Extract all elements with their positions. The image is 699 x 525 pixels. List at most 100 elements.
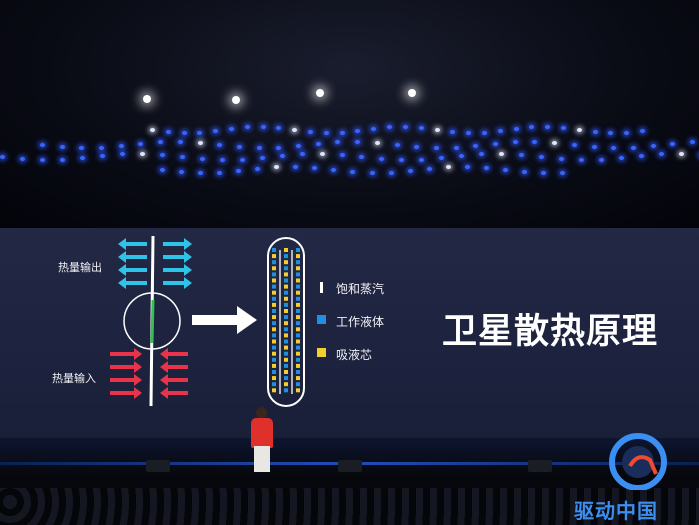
heat-output-arrows	[118, 238, 192, 289]
stage-led	[213, 129, 219, 133]
stage-led	[497, 128, 503, 133]
stage-led	[502, 168, 508, 173]
stage-led	[466, 130, 472, 135]
wick-dot	[284, 370, 288, 374]
wick-dot	[284, 272, 288, 277]
stage-led	[244, 125, 250, 130]
stage-led	[402, 125, 408, 130]
stage-led	[339, 153, 345, 158]
wick-dot	[296, 278, 300, 283]
stage-led	[276, 145, 282, 150]
stage-led	[529, 125, 535, 130]
stage-led	[521, 170, 527, 174]
stage-led	[256, 145, 262, 150]
stage-led	[592, 130, 598, 135]
stage-led	[591, 145, 597, 150]
wick-dot	[284, 357, 288, 362]
wick-dot	[284, 333, 288, 338]
liquid-dot	[296, 345, 300, 350]
wick-dot	[272, 278, 276, 283]
stage-led	[464, 165, 470, 170]
stage-led	[139, 152, 145, 157]
stage-led	[59, 144, 65, 149]
speaker-head	[256, 407, 267, 419]
stage-led	[260, 125, 266, 130]
stage-led	[630, 145, 636, 150]
watermark-logo-icon	[609, 433, 667, 490]
stage-led	[229, 126, 235, 131]
stage-led	[552, 141, 558, 146]
liquid-dot	[272, 333, 276, 338]
wick-dot	[272, 290, 276, 295]
stage-led	[355, 140, 361, 145]
stage-led	[445, 165, 451, 170]
heat-pipe-capsule	[267, 237, 305, 407]
wick-pattern	[272, 248, 300, 393]
stage-led	[379, 157, 385, 161]
stage-led	[293, 165, 299, 170]
stage-led	[198, 170, 204, 175]
stage-led	[219, 157, 225, 162]
wick-dot	[272, 266, 276, 271]
legend-liquid-swatch	[317, 315, 326, 324]
stage-led	[371, 126, 377, 131]
stage-monitor	[146, 460, 170, 472]
stage-led	[599, 157, 605, 162]
stage-led	[545, 125, 551, 130]
stage-led	[118, 144, 124, 148]
stage-led	[40, 143, 45, 147]
liquid-dot	[296, 248, 300, 252]
stage-led	[624, 130, 630, 135]
input-arrows-right	[160, 348, 188, 399]
wick-dot	[296, 266, 300, 271]
liquid-dot	[284, 302, 288, 307]
stage-led	[481, 130, 487, 135]
stage-monitor	[528, 460, 552, 472]
liquid-dot	[296, 370, 300, 374]
stage-led	[0, 155, 5, 159]
stage-led	[479, 152, 485, 157]
liquid-dot	[272, 260, 276, 265]
stage-led	[274, 165, 280, 170]
stage-led	[433, 145, 439, 150]
legend-wick-swatch	[317, 348, 326, 357]
liquid-dot	[272, 357, 276, 362]
transition-arrow	[192, 306, 257, 334]
liquid-dot	[284, 363, 288, 368]
stage-led	[181, 130, 187, 135]
liquid-dot	[284, 266, 288, 271]
liquid-dot	[284, 388, 288, 393]
output-arrows-right	[163, 238, 192, 289]
stage-led	[611, 145, 617, 150]
speaker-white-pants	[254, 446, 270, 472]
stage-led	[236, 144, 242, 149]
ceiling-spotlight	[316, 89, 324, 97]
output-arrows-left	[118, 238, 147, 289]
liquid-dot	[296, 309, 300, 313]
slide-title: 卫星散热原理	[442, 312, 659, 352]
liquid-dot	[296, 357, 300, 362]
stage-led	[639, 153, 645, 158]
wick-dot	[272, 376, 276, 381]
liquid-dot	[272, 345, 276, 350]
stage-led	[335, 140, 341, 145]
stage-led	[150, 128, 155, 132]
stage-led	[407, 168, 413, 173]
liquid-dot	[272, 382, 276, 387]
stage-led	[339, 130, 345, 135]
stage-led	[359, 155, 365, 160]
stage-led	[690, 140, 695, 145]
wick-dot	[296, 376, 300, 381]
stage-led	[197, 130, 203, 135]
stage-led	[419, 157, 425, 162]
stage-led	[459, 153, 465, 158]
wick-dot	[284, 382, 288, 387]
stage-led	[439, 155, 445, 160]
liquid-dot	[284, 290, 288, 295]
stage-led	[255, 166, 261, 171]
liquid-dot	[284, 351, 288, 356]
stage-led	[608, 130, 614, 135]
wick-dot	[284, 345, 288, 350]
stage-led	[540, 170, 546, 175]
